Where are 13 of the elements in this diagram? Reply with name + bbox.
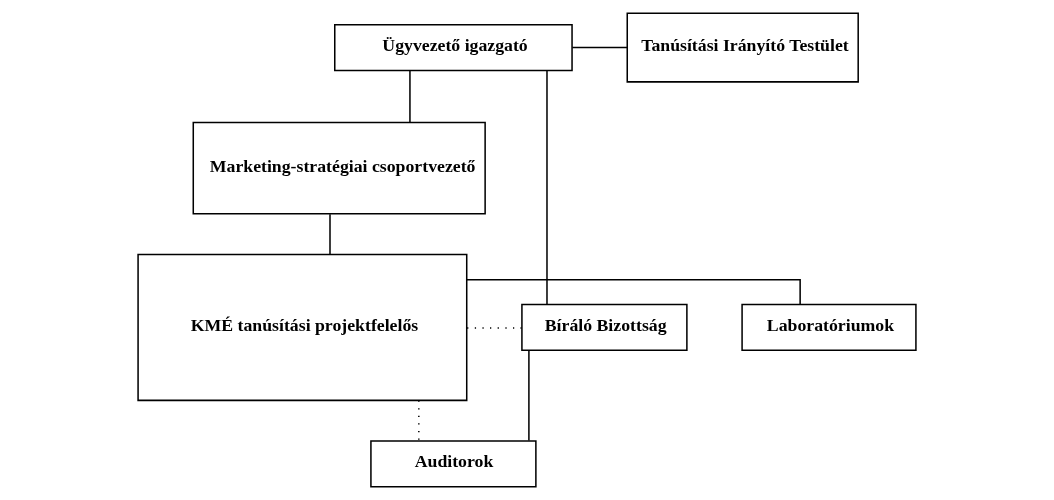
connector xyxy=(466,279,801,305)
node-box: Laboratóriumok xyxy=(741,303,917,351)
connector xyxy=(409,70,411,123)
node-box: Bíráló Bizottság xyxy=(521,303,688,351)
connector xyxy=(329,213,331,255)
node-box: Marketing-stratégiai csoportvezető xyxy=(192,121,486,215)
connector xyxy=(571,46,628,49)
node-box: Auditorok xyxy=(370,440,537,488)
connector xyxy=(528,349,530,442)
node-box: KMÉ tanúsítási projektfelelős xyxy=(137,253,468,402)
node-box: Ügyvezető igazgató xyxy=(334,24,573,72)
node-box: Tanúsítási Irányító Testület xyxy=(626,12,859,83)
connector xyxy=(546,69,548,305)
